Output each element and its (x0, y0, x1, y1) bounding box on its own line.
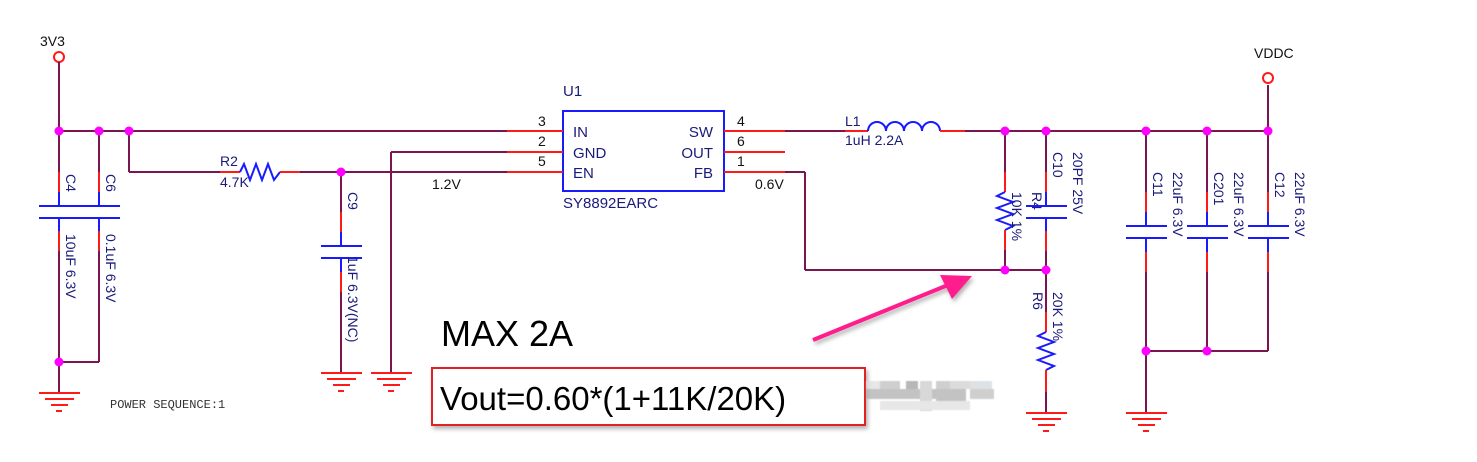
c11-value: 22uF 6.3V (1170, 172, 1186, 237)
junction-dot (1141, 126, 1151, 136)
ground-icon (1026, 412, 1067, 432)
pin-number: 3 (538, 113, 546, 129)
power-sequence-note: POWER SEQUENCE:1 (110, 398, 225, 412)
capacitor-c12: C12 22uF 6.3V (1248, 131, 1308, 351)
junctions (54, 126, 1273, 367)
formula-box: Vout=0.60*(1+11K/20K) (431, 367, 866, 426)
net-label-en-voltage: 1.2V (432, 176, 461, 192)
capacitor-c9: C9 1uF 6.3V(NC) (321, 172, 362, 372)
net-vddc-port: VDDC (1254, 45, 1294, 84)
ground-icon (321, 372, 362, 392)
highlight-box (431, 367, 866, 426)
ground-icon (39, 392, 80, 412)
capacitor-c6: C6 0.1uF 6.3V (59, 131, 120, 363)
net-label-3v3: 3V3 (40, 33, 65, 49)
c10-value: 20PF 25V (1070, 152, 1086, 215)
r4-ref: R4 (1029, 192, 1045, 210)
pin-number: 5 (538, 153, 546, 169)
resistor-r2: R2 4.7K (220, 153, 300, 190)
junction-dot (54, 357, 64, 367)
ground-icon (1126, 412, 1167, 432)
junction-dot (54, 126, 64, 136)
c12-value: 22uF 6.3V (1292, 172, 1308, 237)
ic-u1: U1 SY8892EARC 3 2 5 IN GND EN 4 6 1 SW O… (507, 83, 785, 212)
c6-value: 0.1uF 6.3V (103, 234, 119, 303)
r2-value: 4.7K (220, 174, 249, 190)
max-current-note: MAX 2A (441, 313, 573, 354)
pin-name: OUT (681, 145, 713, 162)
ground-icon (371, 372, 412, 392)
inductor-l1: L1 1uH 2.2A (845, 113, 965, 148)
c9-value: 1uF 6.3V(NC) (345, 256, 361, 342)
c11-ref: C11 (1150, 172, 1166, 197)
c4-value: 10uF 6.3V (63, 234, 79, 299)
junction-dot (1263, 126, 1273, 136)
pin-name: IN (573, 124, 588, 141)
pin-name: GND (573, 145, 607, 162)
arrow-shaft (812, 283, 949, 342)
l1-ref: L1 (845, 113, 861, 129)
pin-name: FB (694, 165, 713, 182)
power-port-icon (53, 51, 65, 63)
junction-dot (124, 126, 134, 136)
junction-dot (1141, 346, 1151, 356)
resistor-r4: R4 10K 1% (994, 131, 1045, 270)
c201-value: 22uF 6.3V (1231, 172, 1247, 237)
capacitor-c11: C11 22uF 6.3V (1126, 131, 1186, 413)
power-port-icon (1262, 72, 1274, 84)
c6-ref: C6 (103, 174, 119, 192)
junction-dot (1000, 126, 1010, 136)
r6-ref: R6 (1030, 292, 1046, 310)
junction-dot (336, 167, 346, 177)
annotation-arrow (812, 275, 972, 342)
capacitor-c4: C4 10uF 6.3V (39, 131, 80, 362)
pin-number: 2 (538, 133, 546, 149)
formula-text: Vout=0.60*(1+11K/20K) (440, 380, 786, 417)
pin-name: EN (573, 165, 594, 182)
arrow-head-icon (940, 275, 972, 299)
u1-part-number: SY8892EARC (563, 195, 658, 212)
c4-ref: C4 (63, 174, 79, 192)
redacted-text (866, 381, 994, 411)
pin-number: 1 (737, 153, 745, 169)
c201-ref: C201 (1211, 172, 1227, 206)
l1-value: 1uH 2.2A (845, 132, 904, 148)
junction-dot (1202, 126, 1212, 136)
capacitor-c201: C201 22uF 6.3V (1187, 131, 1247, 351)
junction-dot (1202, 346, 1212, 356)
c12-ref: C12 (1272, 172, 1288, 198)
net-label-fb-voltage: 0.6V (755, 176, 784, 192)
c9-ref: C9 (345, 192, 361, 210)
c10-ref: C10 (1050, 152, 1066, 178)
junction-dot (1041, 265, 1051, 275)
resistor-r6: R6 20K 1% (1030, 270, 1066, 413)
net-label-vddc: VDDC (1254, 45, 1294, 61)
capacitor-c10: C10 20PF 25V (1026, 131, 1086, 270)
junction-dot (94, 126, 104, 136)
u1-ref: U1 (563, 83, 582, 100)
pin-number: 6 (737, 133, 745, 149)
junction-dot (1000, 265, 1010, 275)
pin-name: SW (689, 124, 714, 141)
r2-ref: R2 (220, 153, 238, 169)
r4-value: 10K 1% (1009, 192, 1025, 241)
junction-dot (1041, 126, 1051, 136)
r6-value: 20K 1% (1050, 292, 1066, 341)
net-3v3-port: 3V3 (40, 33, 65, 63)
pin-number: 4 (737, 113, 745, 129)
